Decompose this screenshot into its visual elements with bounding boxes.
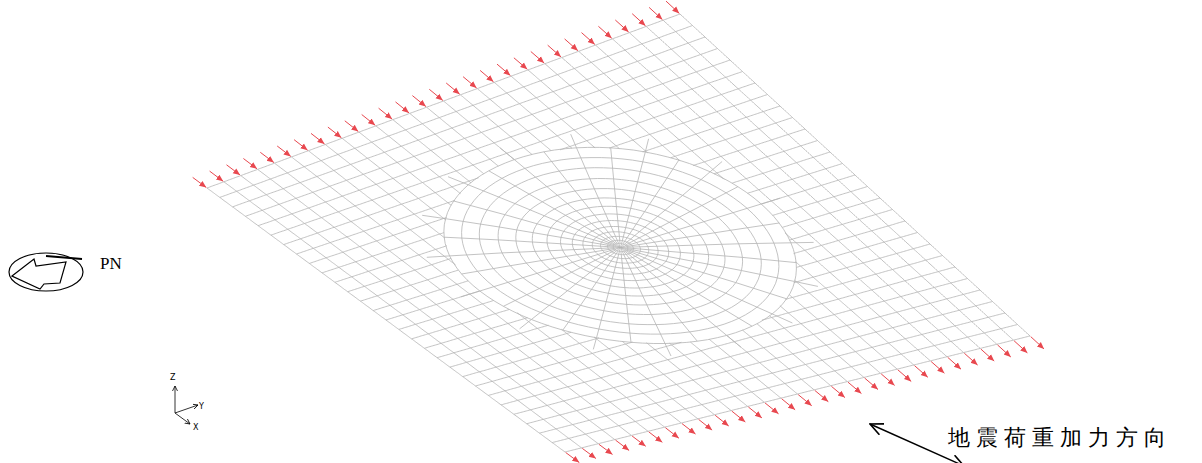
load-arrow	[649, 7, 662, 19]
load-arrow	[345, 121, 359, 132]
load-arrow	[782, 399, 796, 410]
load-arrow	[260, 152, 274, 162]
load-arrow	[632, 14, 645, 26]
load-arrow	[798, 395, 812, 406]
north-arrow	[12, 259, 66, 289]
load-arrow	[193, 177, 207, 187]
load-arrow	[665, 428, 679, 439]
x-axis	[175, 413, 190, 424]
load-arrow	[379, 108, 393, 119]
load-direction-label: 地震荷重加力方向	[948, 427, 1172, 449]
z-axis	[175, 386, 176, 413]
load-arrow	[566, 453, 580, 463]
load-arrow	[848, 382, 861, 393]
load-arrow	[497, 64, 510, 75]
axis-label: Y	[199, 403, 204, 411]
load-arrow	[998, 345, 1011, 357]
load-arrow	[598, 26, 611, 38]
axis-label: X	[193, 424, 198, 432]
load-arrow	[616, 440, 630, 450]
load-arrow	[831, 386, 845, 397]
load-arrow	[948, 357, 961, 369]
load-arrow	[362, 115, 376, 126]
load-arrow	[865, 378, 878, 390]
mesh-lines	[207, 14, 1030, 452]
load-arrow	[582, 33, 595, 45]
y-axis	[175, 405, 198, 413]
load-arrow	[412, 96, 426, 107]
load-arrow	[514, 58, 527, 70]
load-arrow	[898, 370, 911, 382]
load-arrow	[615, 20, 628, 32]
load-arrow	[1031, 337, 1044, 349]
load-arrow	[981, 349, 994, 361]
load-arrow	[429, 89, 443, 100]
load-arrow	[531, 52, 544, 64]
north-mark	[46, 256, 82, 259]
load-arrow	[446, 83, 460, 94]
load-arrow	[277, 146, 291, 156]
load-arrow	[243, 159, 257, 169]
load-arrow	[210, 171, 224, 181]
load-arrow	[1014, 341, 1027, 353]
load-arrow	[964, 353, 977, 365]
north-label: PN	[100, 255, 122, 272]
load-arrow	[463, 77, 477, 88]
load-arrow	[666, 1, 679, 13]
load-arrow	[649, 432, 663, 443]
load-arrow	[582, 448, 596, 458]
load-arrow	[715, 415, 729, 426]
north-symbol	[9, 253, 83, 291]
load-arrow	[548, 45, 561, 57]
load-arrow	[931, 362, 944, 374]
load-arrow	[480, 70, 493, 81]
load-arrow	[599, 444, 613, 454]
load-arrow	[328, 127, 342, 138]
axis-label: Z	[170, 374, 175, 382]
load-arrow	[565, 39, 578, 51]
load-arrow	[881, 374, 894, 386]
load-arrow	[396, 102, 410, 113]
fem-mesh	[207, 14, 1030, 452]
load-arrow	[632, 436, 646, 446]
axis-triad	[175, 386, 198, 424]
load-arrow	[699, 419, 713, 430]
load-arrows	[193, 1, 1044, 463]
north-ellipse	[9, 253, 83, 291]
load-arrow	[227, 165, 241, 175]
load-arrow	[748, 407, 762, 418]
load-arrow	[732, 411, 746, 422]
load-arrow	[915, 366, 928, 378]
load-arrow	[765, 403, 779, 414]
load-arrow	[682, 424, 696, 435]
load-arrow	[294, 140, 308, 151]
load-arrow	[815, 390, 829, 401]
load-arrow	[311, 133, 325, 144]
